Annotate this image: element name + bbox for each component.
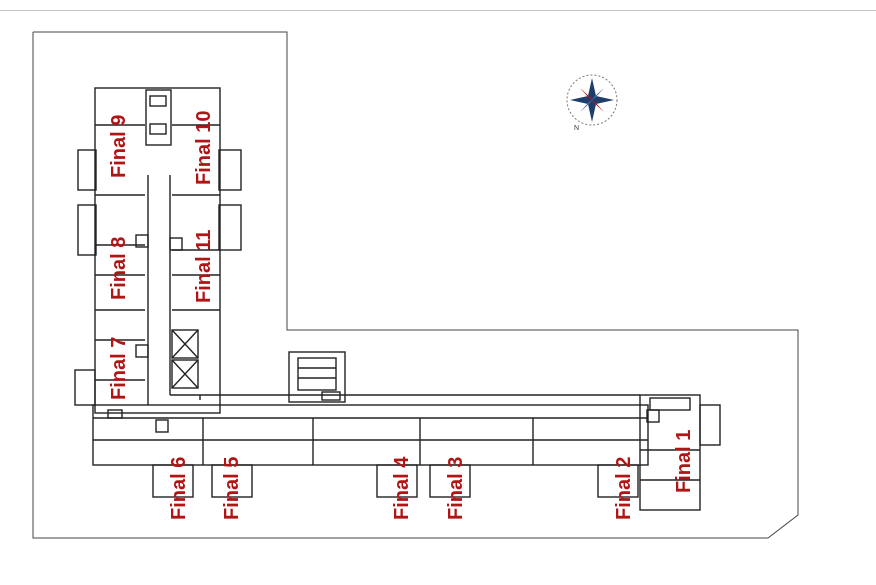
unit-label-2: Final 2: [613, 457, 635, 520]
unit-label-11: Final 11: [193, 230, 215, 303]
unit-label-9: Final 9: [108, 115, 130, 178]
unit-label-5: Final 5: [221, 457, 243, 520]
site-boundary: [32, 31, 799, 539]
unit-label-7: Final 7: [108, 337, 130, 400]
top-border: [0, 0, 876, 11]
unit-label-8: Final 8: [108, 237, 130, 300]
compass-north-marker: N: [574, 125, 579, 132]
unit-label-6: Final 6: [168, 457, 190, 520]
unit-label-4: Final 4: [391, 456, 413, 520]
unit-label-10: Final 10: [193, 111, 215, 185]
unit-label-3: Final 3: [445, 457, 467, 520]
compass-rose-icon: N: [566, 74, 618, 132]
unit-label-1: Final 1: [673, 430, 695, 493]
building-walls: [74, 87, 721, 511]
